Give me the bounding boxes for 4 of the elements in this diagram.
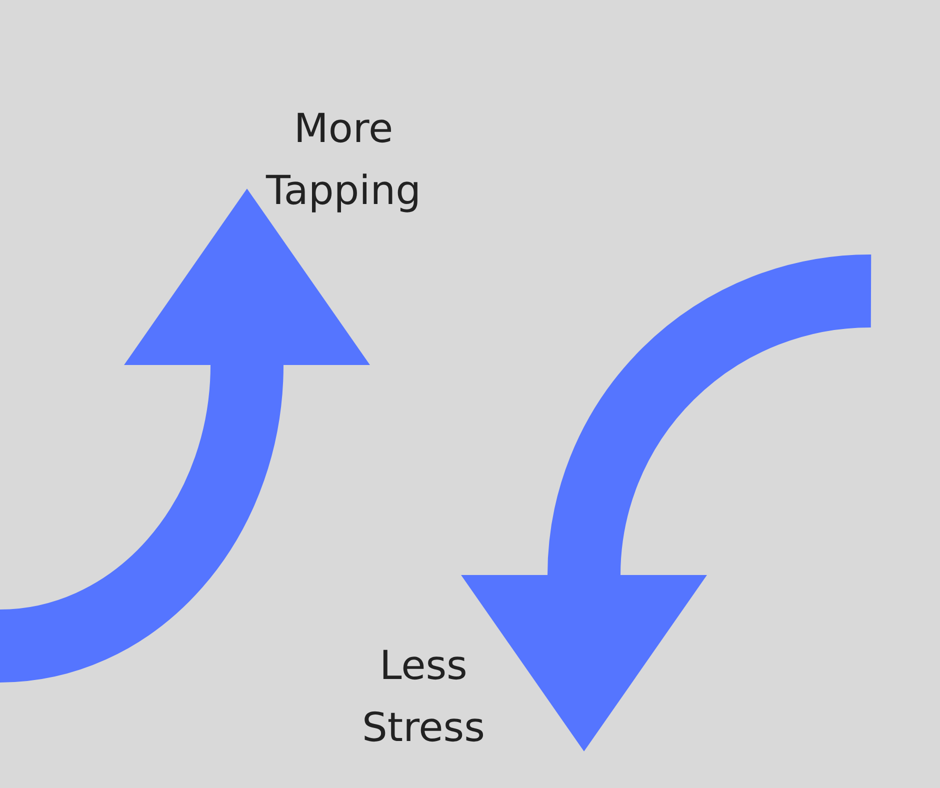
arrow-caption: More Tapping (266, 104, 421, 216)
curved-arrow (0, 188, 370, 682)
curved-arrow (461, 254, 874, 752)
arrow-caption: Less Stress (362, 642, 485, 753)
